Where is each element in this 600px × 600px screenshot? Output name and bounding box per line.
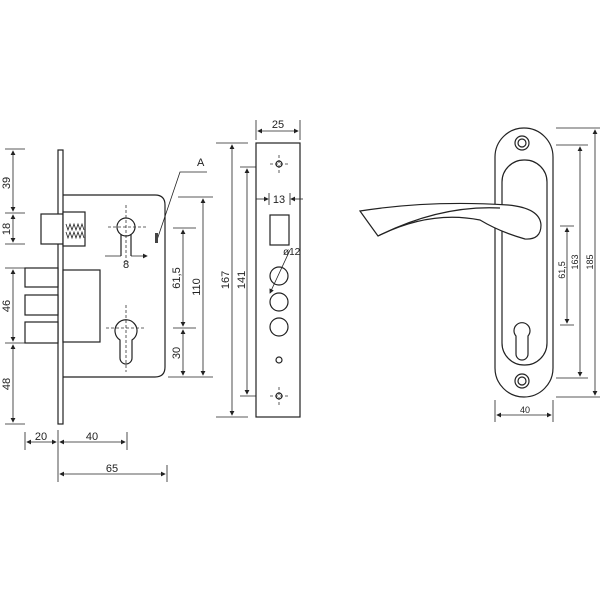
bolt-hole-2	[269, 292, 289, 312]
dim-48: 48	[1, 378, 13, 390]
handle-dim-163: 163	[570, 254, 580, 269]
dim-18: 18	[1, 223, 13, 235]
left-dimensions	[5, 148, 25, 425]
cylinder-keyhole	[106, 305, 146, 372]
handle-dimensions	[494, 127, 600, 422]
deadbolt-3	[24, 321, 59, 344]
lever-edge	[377, 207, 501, 237]
lock-faceplate-edge	[57, 149, 64, 425]
handle-dim-185: 185	[585, 254, 595, 269]
handle-view: 61,5 163 185 40	[358, 127, 600, 422]
part-a	[155, 233, 158, 243]
dim-13: 13	[273, 194, 285, 206]
dim-30: 30	[171, 347, 183, 359]
handle-keyhole	[513, 322, 531, 361]
deadbolt-housing	[62, 269, 101, 343]
dim-110: 110	[191, 278, 203, 296]
lock-case	[63, 194, 166, 378]
backplate-inset	[501, 159, 548, 366]
faceplate-view: ø12 25 13 167 141	[216, 119, 303, 418]
dim-25: 25	[272, 119, 284, 131]
latch-spring-box	[62, 211, 86, 247]
bottom-dimensions	[24, 430, 168, 482]
dim-61-5: 61,5	[171, 267, 183, 288]
screw-bottom	[514, 373, 530, 389]
deadbolt-2	[24, 294, 59, 316]
right-dimensions	[168, 196, 213, 378]
spindle-hole	[105, 205, 147, 262]
dim-12-leader	[269, 249, 291, 294]
label-a: A	[197, 157, 205, 169]
lock-body-view: 8 A 39 18 46 48 20 40 65 61,5 30 110	[1, 148, 213, 482]
small-hole	[275, 356, 283, 364]
faceplate-dimensions	[216, 120, 303, 418]
dim-46: 46	[1, 300, 13, 312]
dim-167: 167	[220, 271, 232, 289]
dim-20: 20	[35, 431, 47, 443]
spring	[65, 222, 85, 240]
dim-40: 40	[86, 431, 98, 443]
latch-opening	[269, 214, 290, 246]
dim-12: ø12	[283, 247, 301, 258]
bolt-hole-1	[269, 266, 289, 286]
bolt-hole-3	[269, 317, 289, 337]
screw-hole-top	[270, 155, 288, 173]
lever-handle	[358, 202, 542, 240]
dim-65: 65	[106, 463, 118, 475]
leader-a	[156, 171, 207, 241]
dim-8: 8	[123, 259, 129, 271]
handle-backplate	[494, 127, 554, 398]
faceplate	[255, 142, 301, 418]
latch-bolt	[40, 213, 64, 245]
screw-top	[514, 135, 530, 151]
dim-141: 141	[236, 271, 248, 289]
dim-39: 39	[1, 177, 13, 189]
screw-hole-bottom	[270, 387, 288, 405]
deadbolt-1	[24, 267, 59, 288]
handle-dim-40: 40	[520, 405, 530, 415]
handle-dim-61-5: 61,5	[557, 261, 567, 279]
